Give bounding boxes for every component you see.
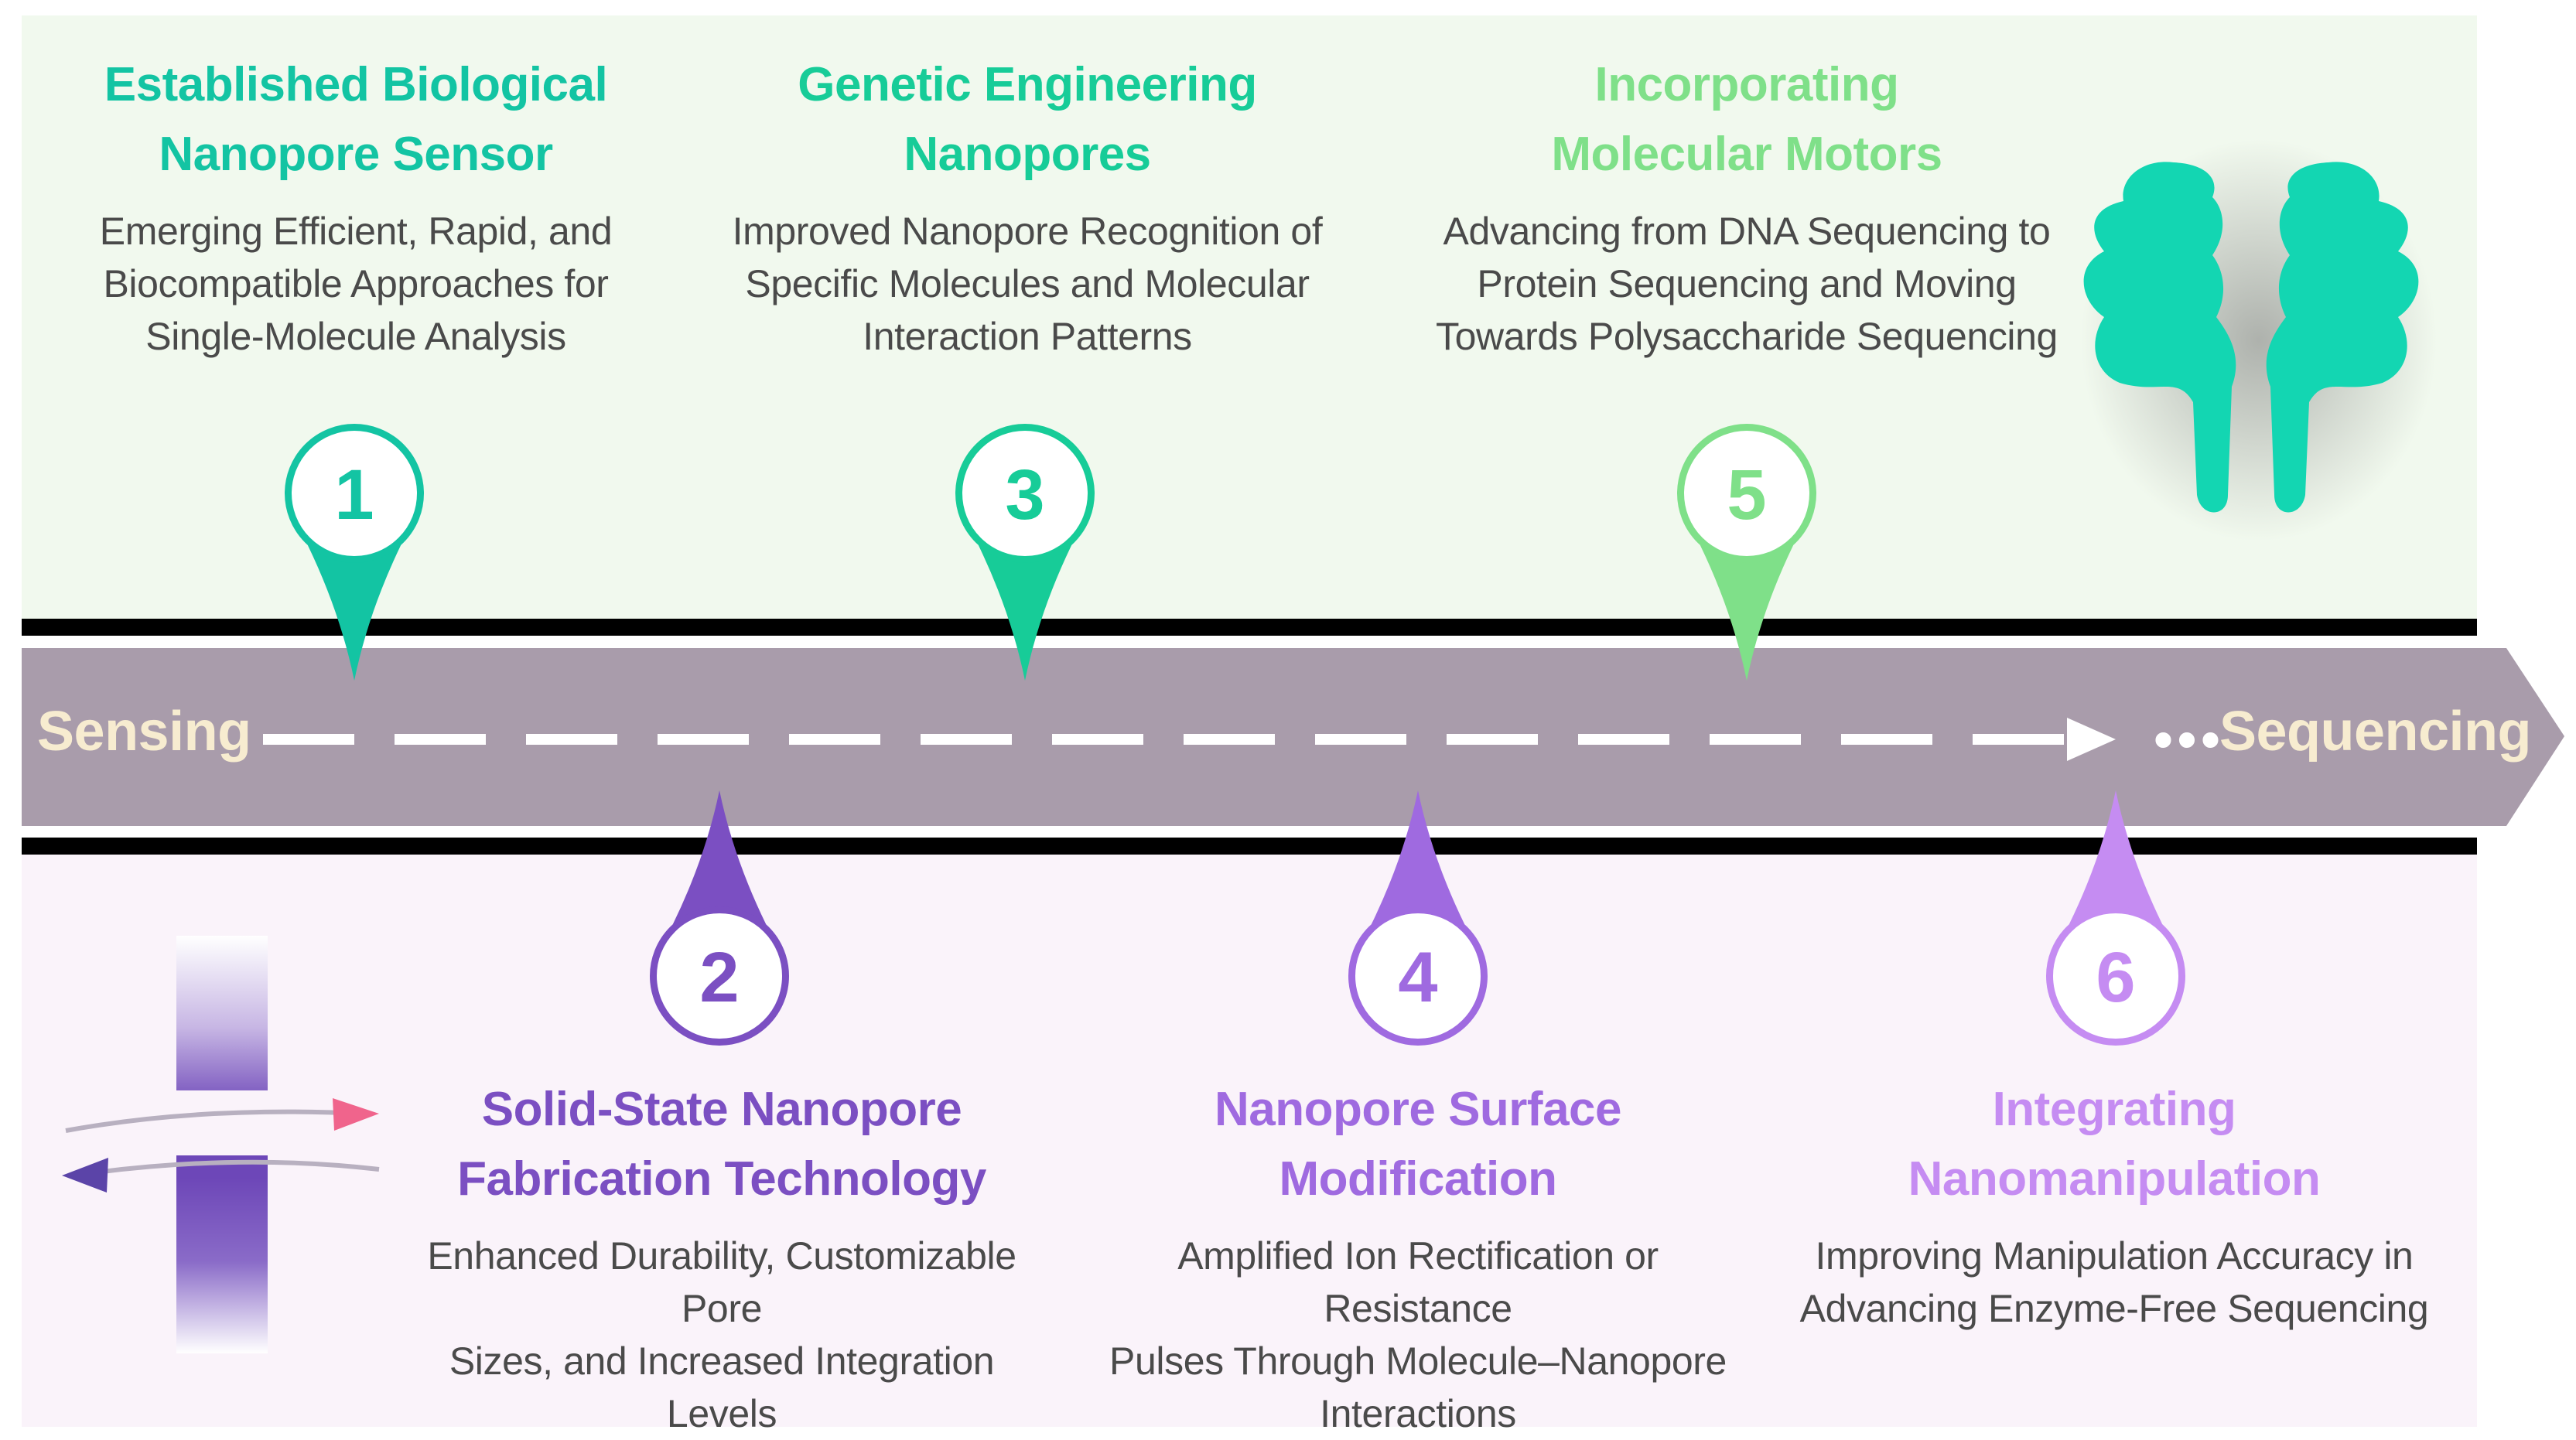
road-start-label: Sensing bbox=[37, 701, 251, 763]
milestone-4-text: Nanopore Surface Modification Amplified … bbox=[1101, 1075, 1735, 1440]
milestone-title: Integrating Nanomanipulation bbox=[1908, 1083, 2321, 1206]
pore-channel-gap bbox=[176, 1090, 268, 1155]
pin-ring bbox=[1348, 906, 1488, 1046]
milestone-title: Established Biological Nanopore Sensor bbox=[104, 58, 608, 181]
pin-ring bbox=[955, 424, 1095, 563]
pin-tail bbox=[978, 544, 1072, 681]
pink-flow-arrowhead-icon bbox=[333, 1098, 379, 1131]
pin-tail bbox=[672, 790, 767, 925]
pin-ring bbox=[1677, 424, 1816, 563]
milestone-title: Genetic Engineering Nanopores bbox=[798, 58, 1257, 181]
pin-number: 1 bbox=[334, 456, 374, 534]
road-arrowhead-icon bbox=[2067, 718, 2116, 761]
pin-ring bbox=[285, 424, 424, 563]
milestone-1-text: Established Biological Nanopore Sensor E… bbox=[39, 50, 673, 363]
pin-number: 3 bbox=[1005, 456, 1044, 534]
milestone-6-text: Integrating Nanomanipulation Improving M… bbox=[1797, 1075, 2431, 1335]
milestone-description: Amplified Ion Rectification or Resistanc… bbox=[1109, 1234, 1727, 1435]
milestone-pin-2: 2 bbox=[650, 790, 789, 1046]
pin-number: 4 bbox=[1398, 938, 1437, 1017]
pin-tail bbox=[307, 544, 401, 681]
pin-number: 6 bbox=[2096, 938, 2135, 1017]
milestone-description: Enhanced Durability, Customizable Pore S… bbox=[427, 1234, 1016, 1435]
pin-tail bbox=[2069, 790, 2163, 925]
milestone-description: Emerging Efficient, Rapid, and Biocompat… bbox=[99, 210, 613, 358]
road-ellipsis: ••• bbox=[2154, 709, 2225, 769]
milestone-pin-4: 4 bbox=[1348, 790, 1488, 1046]
pin-ring bbox=[2046, 906, 2185, 1046]
milestone-5-text: Incorporating Molecular Motors Advancing… bbox=[1430, 50, 2064, 363]
top-panel bbox=[22, 15, 2477, 626]
purple-flow-arrowhead-icon bbox=[62, 1158, 108, 1193]
milestone-description: Improving Manipulation Accuracy in Advan… bbox=[1799, 1234, 2429, 1330]
pin-number: 2 bbox=[699, 938, 739, 1017]
pin-number: 5 bbox=[1727, 456, 1766, 534]
road-end-label: Sequencing bbox=[2219, 701, 2532, 763]
road-bottom-border bbox=[22, 838, 2477, 855]
milestone-title: Solid-State Nanopore Fabrication Technol… bbox=[457, 1083, 986, 1206]
milestone-pin-5: 5 bbox=[1677, 424, 1816, 681]
milestone-pin-6: 6 bbox=[2046, 790, 2185, 1046]
milestone-2-text: Solid-State Nanopore Fabrication Technol… bbox=[405, 1075, 1039, 1440]
milestone-title: Incorporating Molecular Motors bbox=[1551, 58, 1942, 181]
milestone-pin-3: 3 bbox=[955, 424, 1095, 681]
road-top-border bbox=[22, 619, 2477, 636]
pink-flow-arrow-line bbox=[65, 1109, 364, 1133]
pin-tail bbox=[1700, 544, 1794, 681]
milestone-pins: 1 2 3 4 5 6 bbox=[285, 424, 2185, 1046]
pin-tail bbox=[1371, 790, 1465, 925]
protein-nanopore-icon bbox=[2083, 162, 2419, 513]
milestone-3-text: Genetic Engineering Nanopores Improved N… bbox=[710, 50, 1344, 363]
road-arrow bbox=[22, 648, 2564, 826]
milestone-description: Advancing from DNA Sequencing to Protein… bbox=[1436, 210, 2058, 358]
milestone-description: Improved Nanopore Recognition of Specifi… bbox=[732, 210, 1323, 358]
milestone-pin-1: 1 bbox=[285, 424, 424, 681]
pin-ring bbox=[650, 906, 789, 1046]
milestone-title: Nanopore Surface Modification bbox=[1214, 1083, 1622, 1206]
purple-flow-arrow-line bbox=[73, 1159, 380, 1178]
